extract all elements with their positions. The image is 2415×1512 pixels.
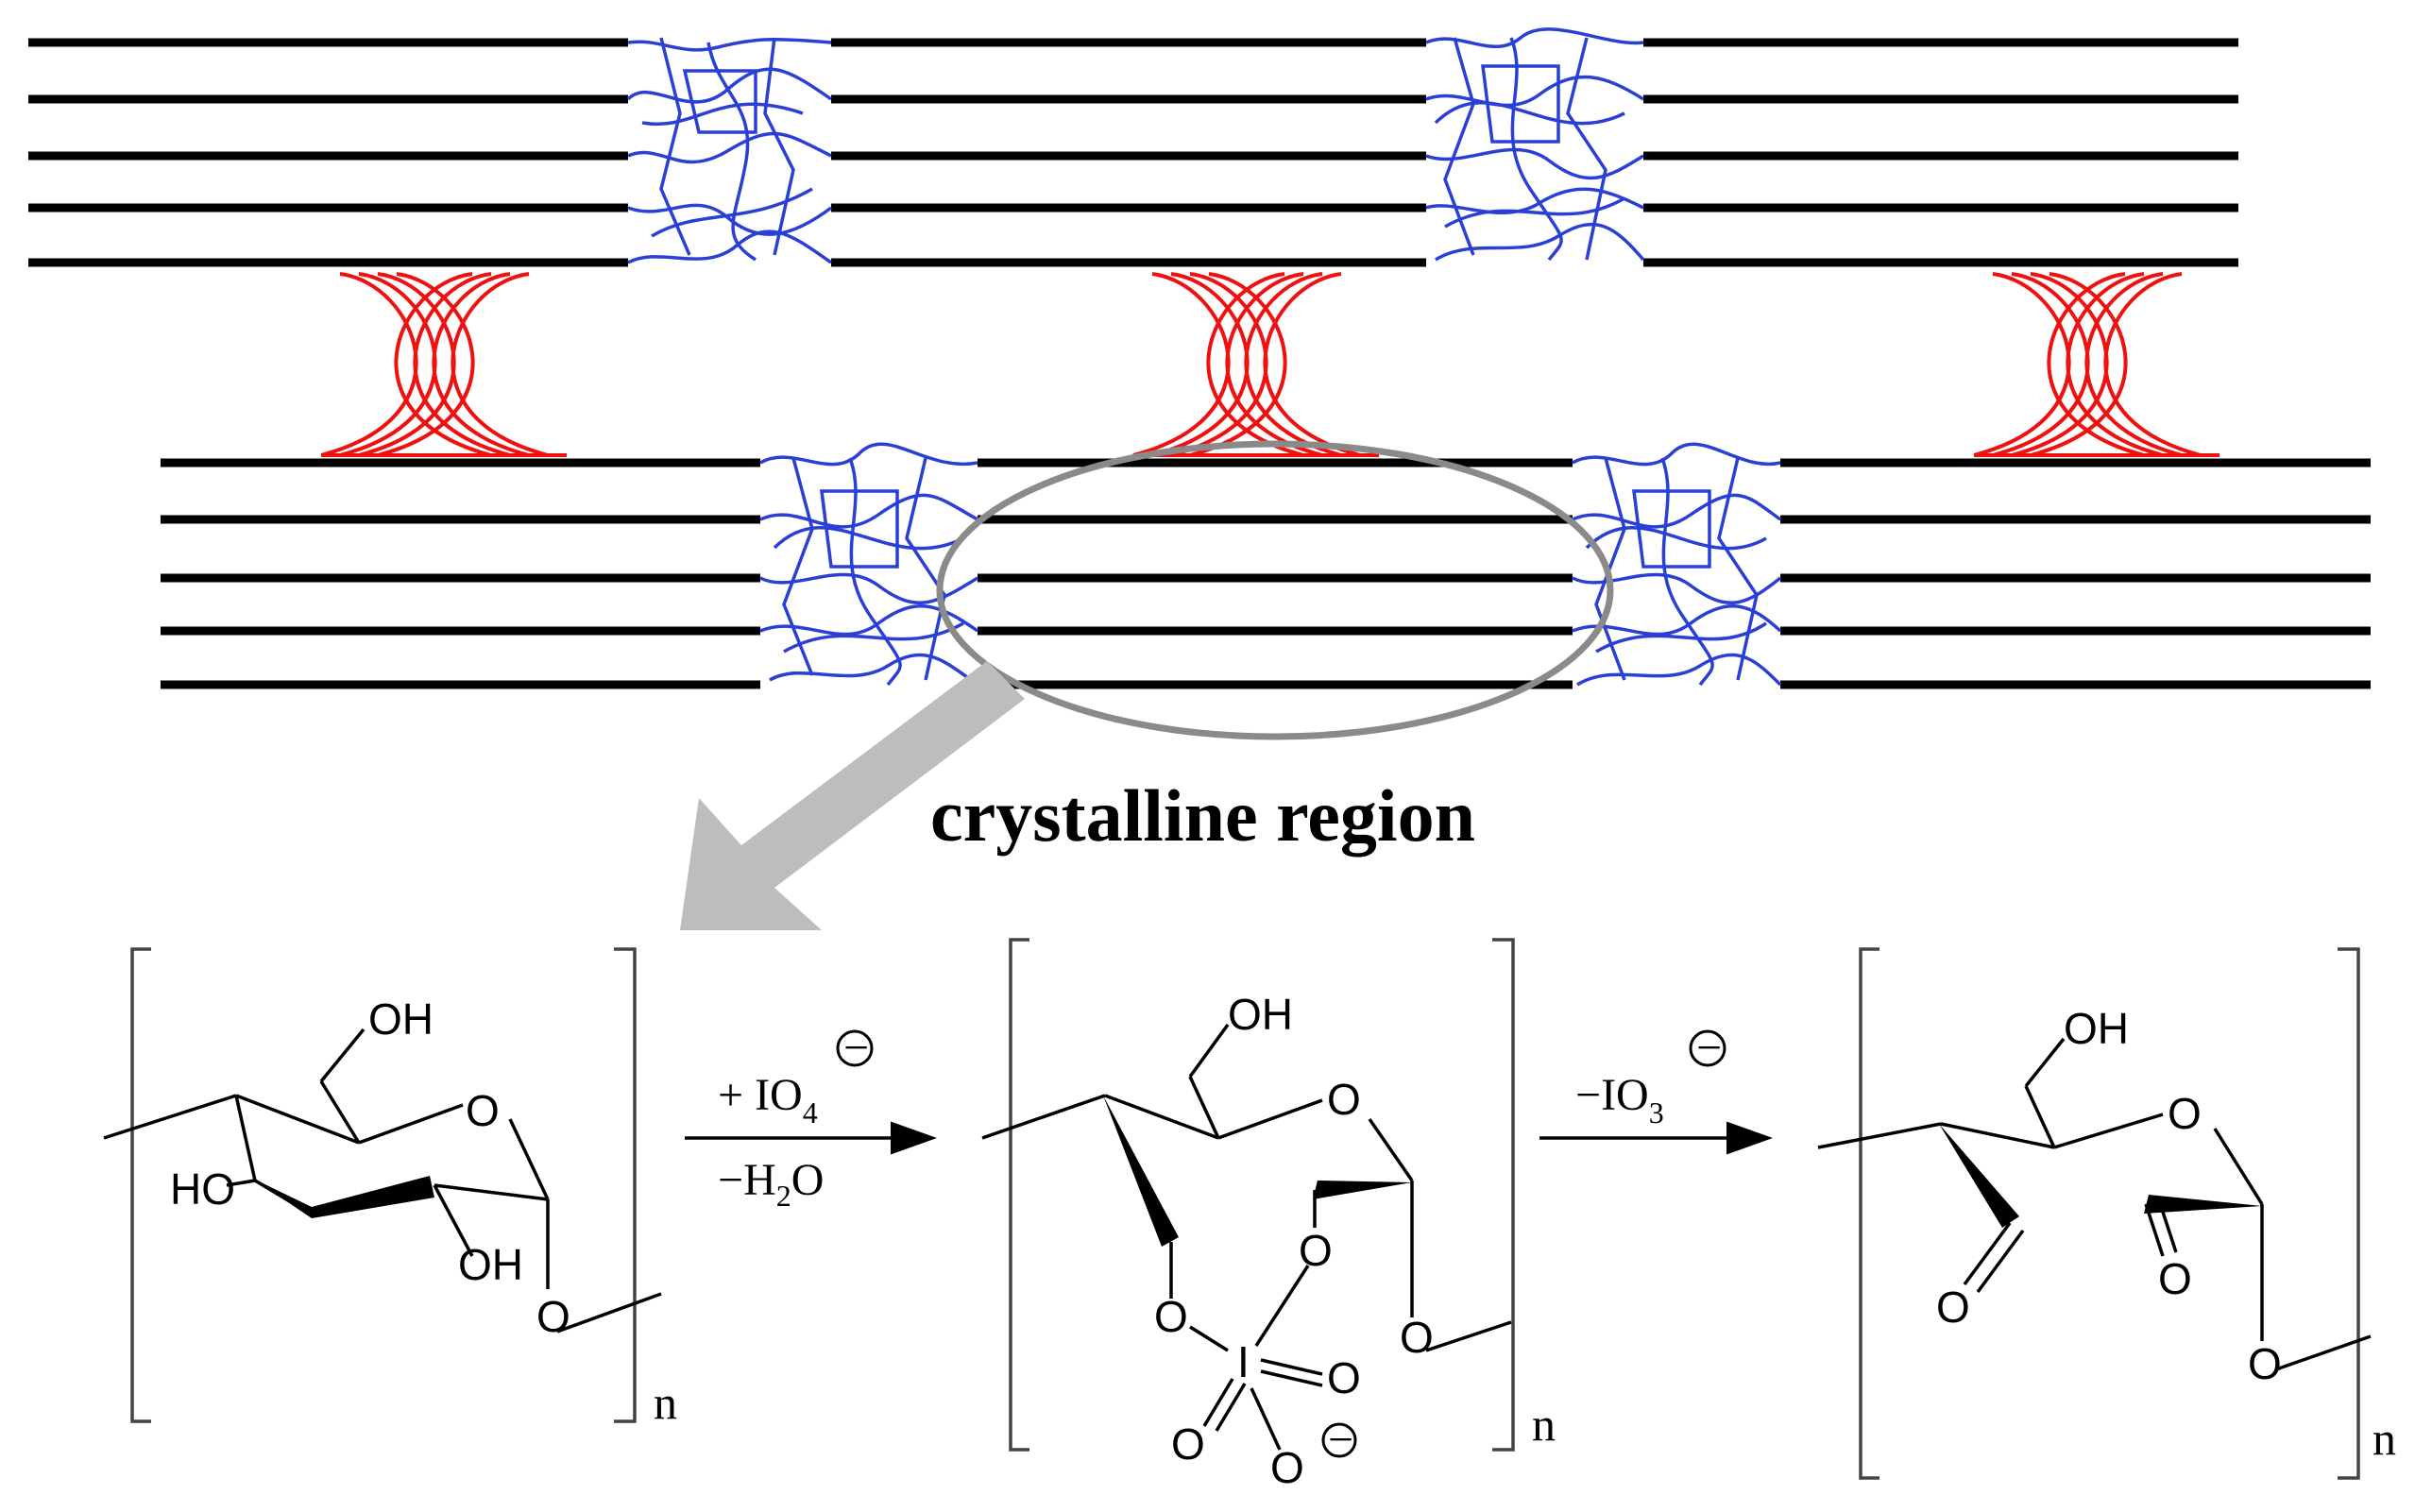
atom-o-glyc-3: O [2248,1339,2282,1388]
atom-o-aldehyde-1: O [1936,1283,1970,1332]
atom-o-ring-1: O [466,1086,500,1135]
reagent-periodate: + IO4 [718,1070,818,1130]
crystalline-block-top-3 [1643,38,2238,267]
charge-minus-2: − [1328,1415,1353,1465]
periodate-ester-intermediate: n OH O O O I O O O − O [981,938,1556,1492]
crosslink-1 [320,272,567,457]
atom-i: I [1237,1337,1250,1386]
amorphous-region-top-2 [1425,27,1645,262]
crosslink-2 [1132,272,1379,457]
crystalline-block-top-1 [28,38,628,267]
atom-o-ester-2: O [1299,1226,1333,1275]
charge-minus-1: − [843,1023,869,1073]
atom-o-iodine-3: O [1270,1443,1304,1492]
amorphous-region-bottom-1 [759,442,979,687]
reaction-step-2: −IO3 − [1539,1023,1773,1155]
atom-oh-1: OH [368,994,434,1044]
repeat-label-2: n [1532,1398,1556,1451]
charge-circle-2 [1321,1422,1357,1458]
atom-o-iodine-2: O [1171,1419,1205,1469]
repeat-label-3: n [2372,1412,2396,1465]
crystalline-block-bottom-2 [978,458,1573,689]
atom-o-glyc-2: O [1400,1313,1434,1362]
reagent-water-loss: −H2O [718,1155,824,1213]
cellulose-repeat-unit: n OH O HO OH O [103,947,677,1429]
reagent-iodate-loss: −IO3 [1575,1070,1664,1130]
amorphous-region-top-1 [626,37,833,264]
atom-o-iodine-1: O [1327,1353,1361,1402]
crystalline-region-highlight [936,440,1614,740]
atom-oh-3: OH [1228,990,1293,1039]
charge-circle-1 [836,1029,874,1067]
atom-oh-4: OH [2064,1004,2129,1053]
crystalline-region-caption: crystalline region [930,774,1475,857]
atom-o-glyc-1: O [536,1292,570,1341]
repeat-label-1: n [654,1376,677,1429]
charge-circle-3 [1689,1029,1726,1067]
atom-o-aldehyde-2: O [2158,1254,2192,1303]
charge-minus-3: − [1696,1023,1722,1073]
crystalline-block-bottom-3 [1780,458,2371,689]
crystalline-block-top-2 [831,38,1426,267]
atom-o-ring-2: O [1327,1075,1361,1124]
crosslink-3 [1973,272,2219,457]
reaction-step-1: + IO4 − −H2O [685,1023,937,1213]
crystalline-block-bottom-1 [161,458,760,689]
atom-ho-1: HO [170,1164,235,1214]
atom-o-ring-3: O [2168,1089,2202,1138]
dialdehyde-cellulose: n OH O O O O [1817,947,2396,1480]
atom-o-ester-1: O [1154,1292,1188,1341]
atom-oh-2: OH [458,1240,523,1289]
amorphous-region-bottom-2 [1572,442,1782,687]
zoom-arrow [680,661,1025,930]
